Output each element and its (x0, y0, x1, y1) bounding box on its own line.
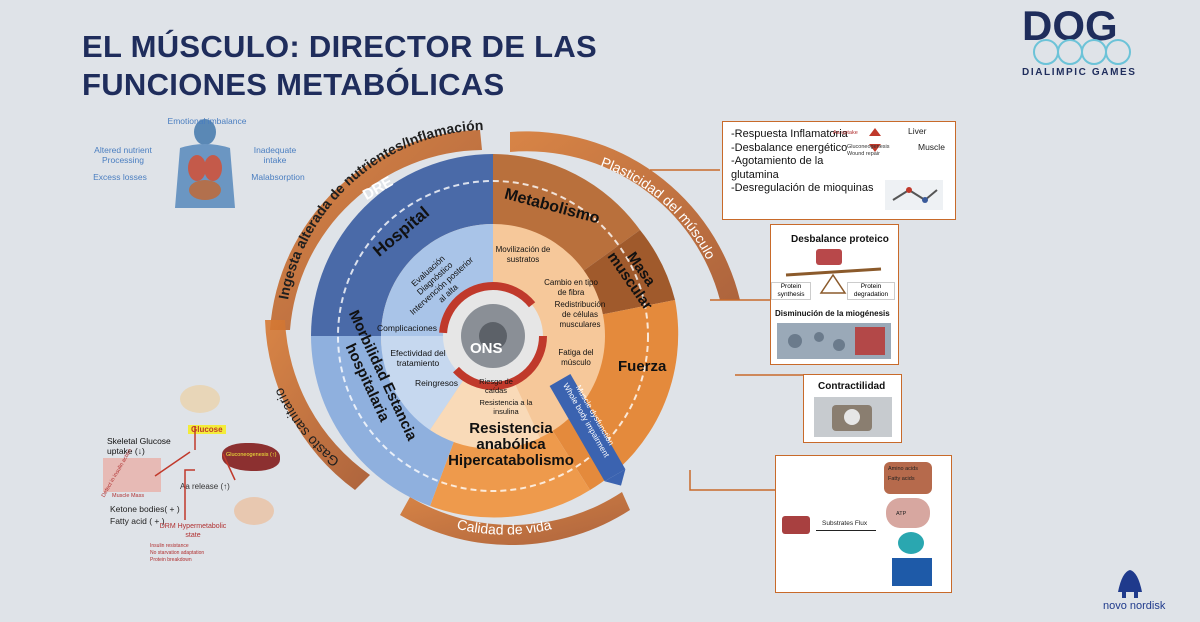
liver-image (884, 462, 932, 494)
molecule-image (885, 180, 943, 210)
svg-text:Calidad de vida: Calidad de vida (456, 516, 553, 538)
inner-resistencia-insulina: Resistencia a la insulina (479, 398, 533, 416)
inner-cambio: Cambio en tipo de fibra (544, 278, 598, 297)
drm-bullet-1: Insulin resistance (150, 543, 189, 549)
inner-resistencia (430, 336, 540, 449)
cell-image (898, 532, 924, 554)
arc-band-bottom-left (265, 320, 370, 490)
box-inflammatory: -Respuesta Inflamatoria -Desbalance ener… (722, 121, 956, 220)
title-line-1: EL MÚSCULO: DIRECTOR DE LAS (82, 29, 598, 64)
arc-label-bottom-right: Calidad de vida (456, 516, 553, 538)
amino-acids-label: Amino acids (888, 466, 918, 472)
dog-logo: DOG (1022, 2, 1131, 65)
intestine-image (892, 558, 932, 586)
drm-bullet-2: No starvation adaptation (150, 550, 205, 556)
human-body-illustration (175, 119, 235, 208)
inner-reingresos: Reingresos (415, 378, 458, 388)
contractilidad-title: Contractilidad (818, 381, 886, 392)
inner-redistribucion: Redistribución de células musculares (554, 300, 606, 329)
myogenesis-image (777, 323, 891, 359)
label-inadequate-intake: Inadequate intake (253, 145, 297, 165)
box-top-item-2: -Desbalance energético (731, 141, 848, 154)
inner-fatiga: Fatiga del músculo (558, 348, 594, 367)
brain-illustration (180, 385, 220, 413)
fatty-acid-label: Fatty acid ( + ) (110, 516, 165, 526)
box-top-item-1: -Respuesta Inflamatoria (731, 128, 848, 140)
novo-nordisk-logo (1118, 570, 1142, 598)
miogenesis-label: Disminución de la miogénesis (775, 309, 890, 318)
up-arrow-icon (869, 128, 881, 136)
label-resistencia: Resistencia anabólica Hipercatabolismo (448, 420, 574, 469)
atp-label: ATP (896, 511, 907, 517)
glucose-label: Glucose (188, 425, 226, 434)
logo-caption: DIALIMPIC GAMES (1022, 67, 1137, 78)
label-excess-losses: Excess losses (93, 172, 147, 182)
center-ons: ONS (470, 340, 503, 357)
protein-synthesis-label: Protein synthesis (771, 282, 811, 300)
inner-riesgo: Riesgo de caídas (479, 377, 513, 395)
inner-movilizacion: Movilización de sustratos (495, 245, 551, 264)
box-substrates: Substrates Flux Amino acids Fatty acids … (775, 455, 952, 593)
novo-nordisk-text: novo nordisk (1103, 600, 1166, 612)
balance-scale-icon (785, 267, 882, 294)
substrates-flux-label: Substrates Flux (822, 520, 868, 527)
muscle-tissue-illustration (103, 458, 161, 492)
label-altered-nutrient: Altered nutrient Processing (94, 145, 152, 165)
metabolic-arrows (154, 426, 236, 520)
aa-uptake-label: Aa uptake (833, 130, 858, 136)
skeletal-uptake-label: Skeletal Glucose uptake (↓) (107, 436, 171, 456)
arc-band-top-right (510, 131, 740, 300)
gluconeo-left-label: Gluconeogenesis (↑) (226, 452, 277, 458)
ketone-label: Ketone bodies( + ) (110, 504, 180, 514)
liver-illustration (222, 443, 280, 471)
protein-image (816, 249, 842, 265)
box-top-item-3: -Agotamiento de la glutamina (731, 155, 824, 181)
page-title: EL MÚSCULO: DIRECTOR DE LAS FUNCIONES ME… (82, 28, 597, 104)
box-contractilidad: Contractilidad (803, 374, 902, 443)
logo-letters: DOG (1022, 2, 1118, 49)
muscle-mass-label: Muscle Mass (112, 493, 145, 499)
label-emotional-imbalance: Emotional imbalance (167, 116, 247, 126)
drm-label: DRM Hypermetabolic state (159, 523, 227, 539)
muscle-label: Muscle (918, 142, 945, 152)
fatty-acids-label: Fatty acids (888, 476, 915, 482)
box-desbalance-proteico: Desbalance proteico Protein synthesis Pr… (770, 224, 899, 365)
arc-band-bottom-right (400, 492, 630, 546)
proteico-title: Desbalance proteico (791, 234, 889, 245)
brain-image (886, 498, 930, 528)
inner-complicaciones: Complicaciones (377, 323, 437, 333)
gluconeo-label: Gluconeogenesis Wound repair (847, 144, 890, 157)
flux-arrow (816, 530, 876, 531)
label-fuerza: Fuerza (618, 358, 667, 375)
inner-efectividad: Efectividad del tratamiento (390, 348, 446, 368)
muscle-dysfunction-bar (549, 374, 626, 486)
down-arrow-icon (869, 144, 881, 152)
liver-label: Liver (908, 126, 927, 136)
muscle-cell-image (782, 516, 810, 534)
dynamometer-image (814, 397, 892, 437)
connector-4 (689, 470, 775, 491)
drm-bullets: Insulin resistance No starvation adaptat… (150, 543, 204, 564)
arc-band-top-left (270, 130, 482, 330)
aa-release-label: Aa release (↑) (180, 482, 230, 491)
drm-bullet-3: Protein breakdown (150, 557, 192, 563)
box-top-item-4: -Desregulación de mioquinas (731, 182, 874, 194)
adipose-illustration (234, 497, 274, 525)
protein-degradation-label: Protein degradation (847, 282, 895, 300)
title-line-2: FUNCIONES METABÓLICAS (82, 67, 505, 102)
label-malabsorption: Malabsorption (251, 172, 305, 182)
